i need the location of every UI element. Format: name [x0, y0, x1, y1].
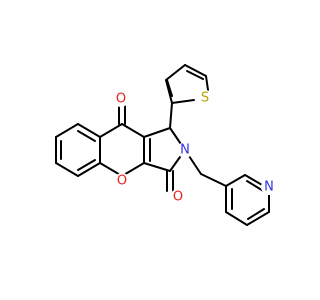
structure-drawing: O O O N N S [55, 64, 277, 226]
bond [55, 162, 79, 177]
atom-labels: O O O N N S [113, 90, 277, 205]
bonds [55, 64, 270, 226]
bond [99, 162, 123, 177]
bond [99, 123, 123, 138]
atom-label: N [264, 180, 274, 195]
bond [225, 174, 246, 187]
bond [77, 123, 101, 138]
molecule-structure: O O O N N S [55, 64, 277, 226]
atom-o-lactam: O [170, 189, 186, 205]
atom-label: N [180, 143, 190, 158]
bond [184, 64, 207, 77]
bond [247, 208, 265, 220]
bond [121, 123, 145, 138]
atom-o-ketone: O [113, 91, 129, 107]
bond [77, 162, 101, 177]
bond [246, 211, 270, 226]
bond [165, 79, 173, 104]
bond [143, 162, 171, 172]
atom-n-lactam: N [177, 142, 193, 158]
bond [143, 127, 171, 138]
atom-o-ring: O [114, 173, 130, 189]
bond [225, 211, 248, 226]
bond [205, 75, 209, 91]
bond [77, 159, 96, 171]
bond [200, 173, 227, 187]
bond [165, 64, 186, 81]
atom-label: O [116, 92, 126, 107]
bond [55, 123, 79, 138]
bond [166, 79, 173, 97]
bond [171, 99, 195, 104]
atom-s-thiophene: S [197, 90, 213, 106]
bond [169, 102, 173, 129]
bond [186, 70, 204, 80]
atom-n-pyridine: N [261, 179, 277, 195]
atom-label: S [201, 91, 209, 106]
atom-label: O [117, 174, 127, 189]
bond [77, 130, 96, 142]
atom-label: O [173, 190, 183, 205]
bond [121, 162, 145, 177]
